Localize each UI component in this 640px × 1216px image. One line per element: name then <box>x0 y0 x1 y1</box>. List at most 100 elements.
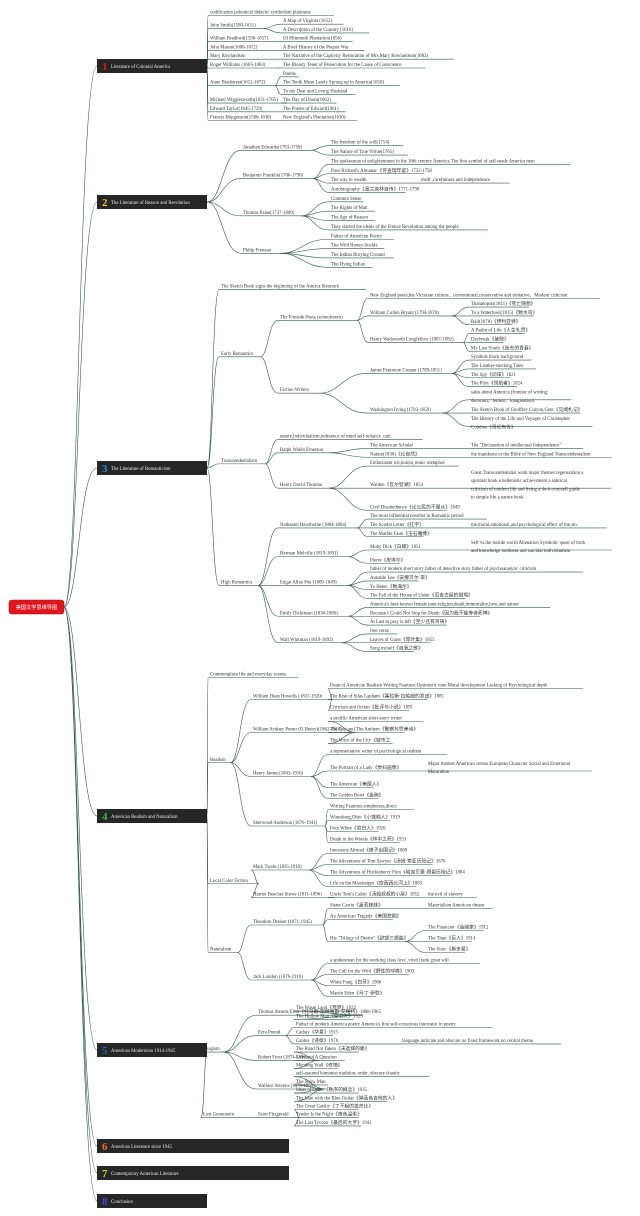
branch-node: Harriet Beecher Stowe (1811-1896) <box>253 893 322 898</box>
connector-lines <box>63 15 612 1202</box>
section-label: American Literature since 1945 <box>111 1145 172 1150</box>
leaf-node: The Rise of Silas Lapham《塞拉斯·拉帕姆的发迹》1885 <box>330 693 444 700</box>
branch-node: Francis Hopgenson(1586-1630) <box>210 116 272 121</box>
leaf-node: The Nature of True Virtue(1765) <box>331 150 394 155</box>
branch-node: Jonathan Edwards(1703-1758) <box>243 145 302 150</box>
branch-node: James Fenimore Cooper (1789-1851) <box>370 368 442 373</box>
branch-node: Thomas Stearns Eliot《托马斯·斯特恩斯·艾略特》1888-1… <box>258 1008 381 1015</box>
leaf-node: The Adventures of Tom Sawyer《汤姆·索亚历险记》18… <box>330 858 446 865</box>
leaf-node: The Man with the Blue Guitar《弹蓝色吉他的人》 <box>296 1094 397 1101</box>
branch-node: Uncle Tom's Cabin《汤姆叔叔的小屋》1852 <box>330 891 420 898</box>
branch-node: Emily Dickinson (1830-1886) <box>280 611 338 616</box>
leaf-node: Pierre《皮埃尔》 <box>370 556 405 563</box>
leaf-node: Tender Is the Night《夜色温柔》 <box>296 1111 362 1118</box>
leaf-node: Death in the Woods《林中之死》1933 <box>330 836 407 843</box>
leaf-node: Dean of American Realism Writing Feature… <box>330 684 548 689</box>
branch-node: Nature(1836)《论自然》 <box>370 450 420 457</box>
leaf-node: The Sketch Book of Geoffrey Crayon,Gent《… <box>471 406 583 413</box>
section-label: American Realism and Naturalism <box>111 815 178 820</box>
branch-node: Henry Wadsworth Longfellow (1807-1882) <box>370 337 454 342</box>
branch-node: Realism <box>210 758 226 763</box>
branch-node: Theodore Dreiser (1871-1945) <box>253 920 312 925</box>
leaf-node: Leaves of Grass《草叶集》1855 <box>370 636 435 643</box>
leaf-node: Martin Eden《马丁·伊登》 <box>330 990 385 997</box>
leaf-node: Father of modern America poetry America'… <box>296 1023 457 1028</box>
leaf-node: Autobiography《富兰克林自传》1771-1790 <box>331 185 420 192</box>
leaf-node: codification polemical didactic symbolis… <box>210 10 311 15</box>
branch-node: The American Scholar <box>370 443 414 448</box>
branch-node: Edgar Allan Poe (1809-1849) <box>280 580 337 585</box>
leaf-node: The Pilot《领航者》1824 <box>471 380 523 387</box>
leaf-node: An American Tragedy《美国悲剧》 <box>330 913 401 920</box>
leaf-node: Great Transcendentalist work major theme… <box>471 471 584 501</box>
section-label: Contemporary American Literature <box>111 1172 179 1177</box>
leaf-node: America's best-known female poet:religio… <box>370 602 519 607</box>
branch-node: Mark Twain (1835-1910) <box>253 865 302 870</box>
branch-node: Moby Dick《白鲸》1851 <box>370 543 421 550</box>
leaf-node: The freedom of the will(1754) <box>331 141 390 146</box>
branch-node: Henry David Thoreau <box>280 483 323 488</box>
leaf-node: To Helen《致海伦》 <box>370 583 412 590</box>
leaf-node: The Poems of Edward(1961) <box>283 107 339 112</box>
leaf-node: Ideas of Order《秩序的概念》1935 <box>296 1086 367 1093</box>
leaf-node: Of Plimmoth Plantation(1856) <box>283 37 342 42</box>
leaf-node: thrift ,carefulness and independence <box>421 178 490 183</box>
branch-node: Fiction Writers <box>280 388 309 393</box>
leaf-node: White Fang《白牙》1906 <box>330 979 382 986</box>
branch-node: Sherwood Anderson (1876-1941) <box>253 821 318 826</box>
section-number: 7 <box>102 1168 108 1180</box>
section-label: The Literature of Reason and Revolution <box>111 201 190 206</box>
leaf-node: The Indian Burying Ground <box>331 253 385 258</box>
branch-node: William Bradford(1590-1657) <box>210 37 268 42</box>
branch-node: The Fireside Poets (schoolroom) <box>280 315 343 320</box>
branch-node: Sister Carrie《嘉莉妹妹》 <box>330 902 383 909</box>
leaf-node: Song myself《自我之歌》 <box>370 645 423 652</box>
leaf-node: The Call for the Wild《野性的呼唤》1903 <box>330 968 415 975</box>
branch-node: Anne Bradstreet(1612-1672) <box>210 81 266 86</box>
branch-node: Thomas Paine(1737-1809) <box>243 211 295 216</box>
branch-node: Washington Irving (1783-1859) <box>370 408 431 413</box>
branch-node: Edward Taylor(1645-1729) <box>210 107 263 112</box>
leaf-node: Daybreak《破晓》 <box>471 335 509 342</box>
branch-node: Imagism <box>203 1047 220 1052</box>
leaf-node: The Leather-stocking Tales <box>471 364 523 369</box>
leaf-node: To a Waterfowl(1815)《致水鸟》 <box>471 309 537 316</box>
section-number: 2 <box>102 197 108 209</box>
leaf-node: father of modern short story father of d… <box>370 567 537 572</box>
leaf-node: The spokesman of enlightenment in the 18… <box>331 159 535 164</box>
leaf-node: sales about America (frontier of writing… <box>471 391 548 404</box>
section-label: Literature of Colonial America <box>111 65 171 70</box>
root-node[interactable]: 美国文学思维导图 <box>8 599 65 615</box>
branch-node: Transcendentalism <box>221 459 257 464</box>
root-label: 美国文学思维导图 <box>16 603 58 611</box>
leaf-node: The Road Not Taken《未选择的路》 <box>296 1045 370 1052</box>
leaf-node: New England poets,the Victorian culture、… <box>370 293 568 298</box>
branch-node: Jack London (1876-1916) <box>253 975 303 980</box>
branch-node: Naturalism <box>210 948 232 953</box>
leaf-node: the evil of slavery <box>428 893 463 898</box>
leaf-node: A Map of Virginia (1612) <box>283 19 332 24</box>
branch-node: The way to wealth <box>331 178 367 183</box>
leaf-node: A Brief History of the Pequot War <box>283 45 349 50</box>
branch-node: Nathaniel Hawthorne (1804-1864) <box>280 523 347 528</box>
leaf-node: The Cop and The Anthem《警察与赞美诗》 <box>330 726 418 733</box>
leaf-node: The most influential novelist in Romanti… <box>370 514 464 519</box>
leaf-node: self-assured humanist tradition; order, … <box>296 1072 400 1077</box>
leaf-node: Innocents Abroad《傻子出国记》1869 <box>330 847 408 854</box>
branch-node: William Dean Howells (1837-1920) <box>253 695 323 700</box>
leaf-node: the moral,emotional,and psychological ef… <box>471 523 578 528</box>
leaf-node: The "Declaration of intellectual Indepen… <box>471 443 562 448</box>
leaf-node: The Last Tycoon《最后的大亨》1941 <box>296 1119 372 1126</box>
leaf-node: The Tenth Muse Lately Sprung up in Ameri… <box>283 81 384 86</box>
branch-node: Benjamin Franklin(1706-1790) <box>243 173 303 178</box>
branch-node: Wallace Stevens (1879-1955) <box>258 1084 315 1089</box>
leaf-node: The Rights of Man <box>331 206 368 211</box>
